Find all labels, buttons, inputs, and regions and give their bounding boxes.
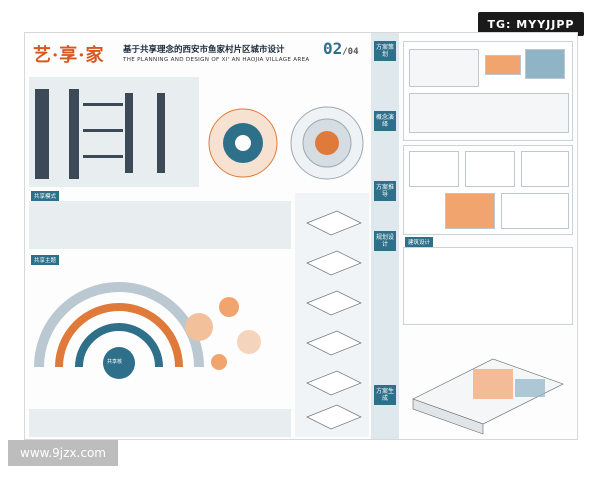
project-title-en: THE PLANNING AND DESIGN OF XI' AN HAOJIA… <box>123 57 310 63</box>
flow-connector <box>83 103 123 106</box>
plan-block <box>485 55 521 75</box>
user-scenario-strip <box>29 409 291 437</box>
flow-diagram-panel <box>29 77 199 187</box>
axon-layer <box>306 250 362 276</box>
watermark-text: TG: MYYJJPP <box>487 17 575 31</box>
hub-bubble <box>219 297 239 317</box>
axon-layer <box>306 290 362 316</box>
concept-ring-diagram <box>208 108 278 178</box>
hub-arc-blue <box>75 323 163 368</box>
hub-arc-orange <box>55 303 183 368</box>
chapter-tab[interactable]: 规划设计 <box>374 231 396 251</box>
page-total: /04 <box>342 47 359 57</box>
flow-connector <box>83 129 123 132</box>
plan-block <box>409 49 479 87</box>
chapter-tab[interactable]: 方案生成 <box>374 385 396 405</box>
plan-block <box>409 93 569 133</box>
grid-plan <box>445 193 495 229</box>
project-title: 基于共享理念的西安市鱼家村片区城市设计 <box>123 45 285 55</box>
concept-ring-center <box>235 135 251 151</box>
building-facade <box>412 398 484 435</box>
building-axonometric <box>412 358 564 435</box>
band-label-theme: 共享主题 <box>31 255 60 265</box>
band-label-mode: 共享模式 <box>31 191 60 201</box>
flow-diagram-column <box>157 93 165 173</box>
grid-plan <box>465 151 515 187</box>
axon-layer <box>306 404 362 430</box>
hub-bubble <box>211 354 227 370</box>
building-highlight <box>515 379 545 397</box>
building-module-panel <box>403 247 573 325</box>
radial-site-diagram <box>290 106 364 180</box>
grid-plan <box>409 151 459 187</box>
sharing-mode-strip <box>29 201 291 249</box>
flow-diagram-spine <box>35 89 49 179</box>
hub-bubble <box>185 313 213 341</box>
band-label-building: 建筑设计 <box>405 237 434 247</box>
site-watermark: www.9jzx.com <box>8 440 118 466</box>
page-current: 02 <box>323 39 343 58</box>
plan-block <box>525 49 565 79</box>
hub-label: 共享核 <box>107 359 123 365</box>
brand-title: 艺·享·家 <box>33 45 105 66</box>
chapter-tab[interactable]: 方案策划 <box>374 41 396 61</box>
grid-plan <box>521 151 569 187</box>
axon-layer <box>306 210 362 236</box>
grid-plan <box>501 193 569 229</box>
flow-diagram-column <box>125 93 133 173</box>
title-block: 艺·享·家 基于共享理念的西安市鱼家村片区城市设计 THE PLANNING A… <box>31 39 391 75</box>
sharing-hub-diagram <box>34 282 261 379</box>
hub-center <box>103 347 135 379</box>
flow-diagram-column <box>69 89 79 179</box>
chapter-tab[interactable]: 方案推导 <box>374 181 396 201</box>
page-number: 02/04 <box>323 39 359 58</box>
axonometric-stack <box>306 210 362 430</box>
site-watermark-text: www.9jzx.com <box>20 446 106 460</box>
axon-layer <box>306 330 362 356</box>
chapter-tab[interactable]: 概念演绎 <box>374 111 396 131</box>
building-highlight <box>473 369 513 399</box>
axon-layer <box>306 370 362 396</box>
design-board: 艺·享·家 基于共享理念的西安市鱼家村片区城市设计 THE PLANNING A… <box>24 32 578 440</box>
hub-bubble <box>237 330 261 354</box>
flow-connector <box>83 155 123 158</box>
radial-core <box>315 131 339 155</box>
